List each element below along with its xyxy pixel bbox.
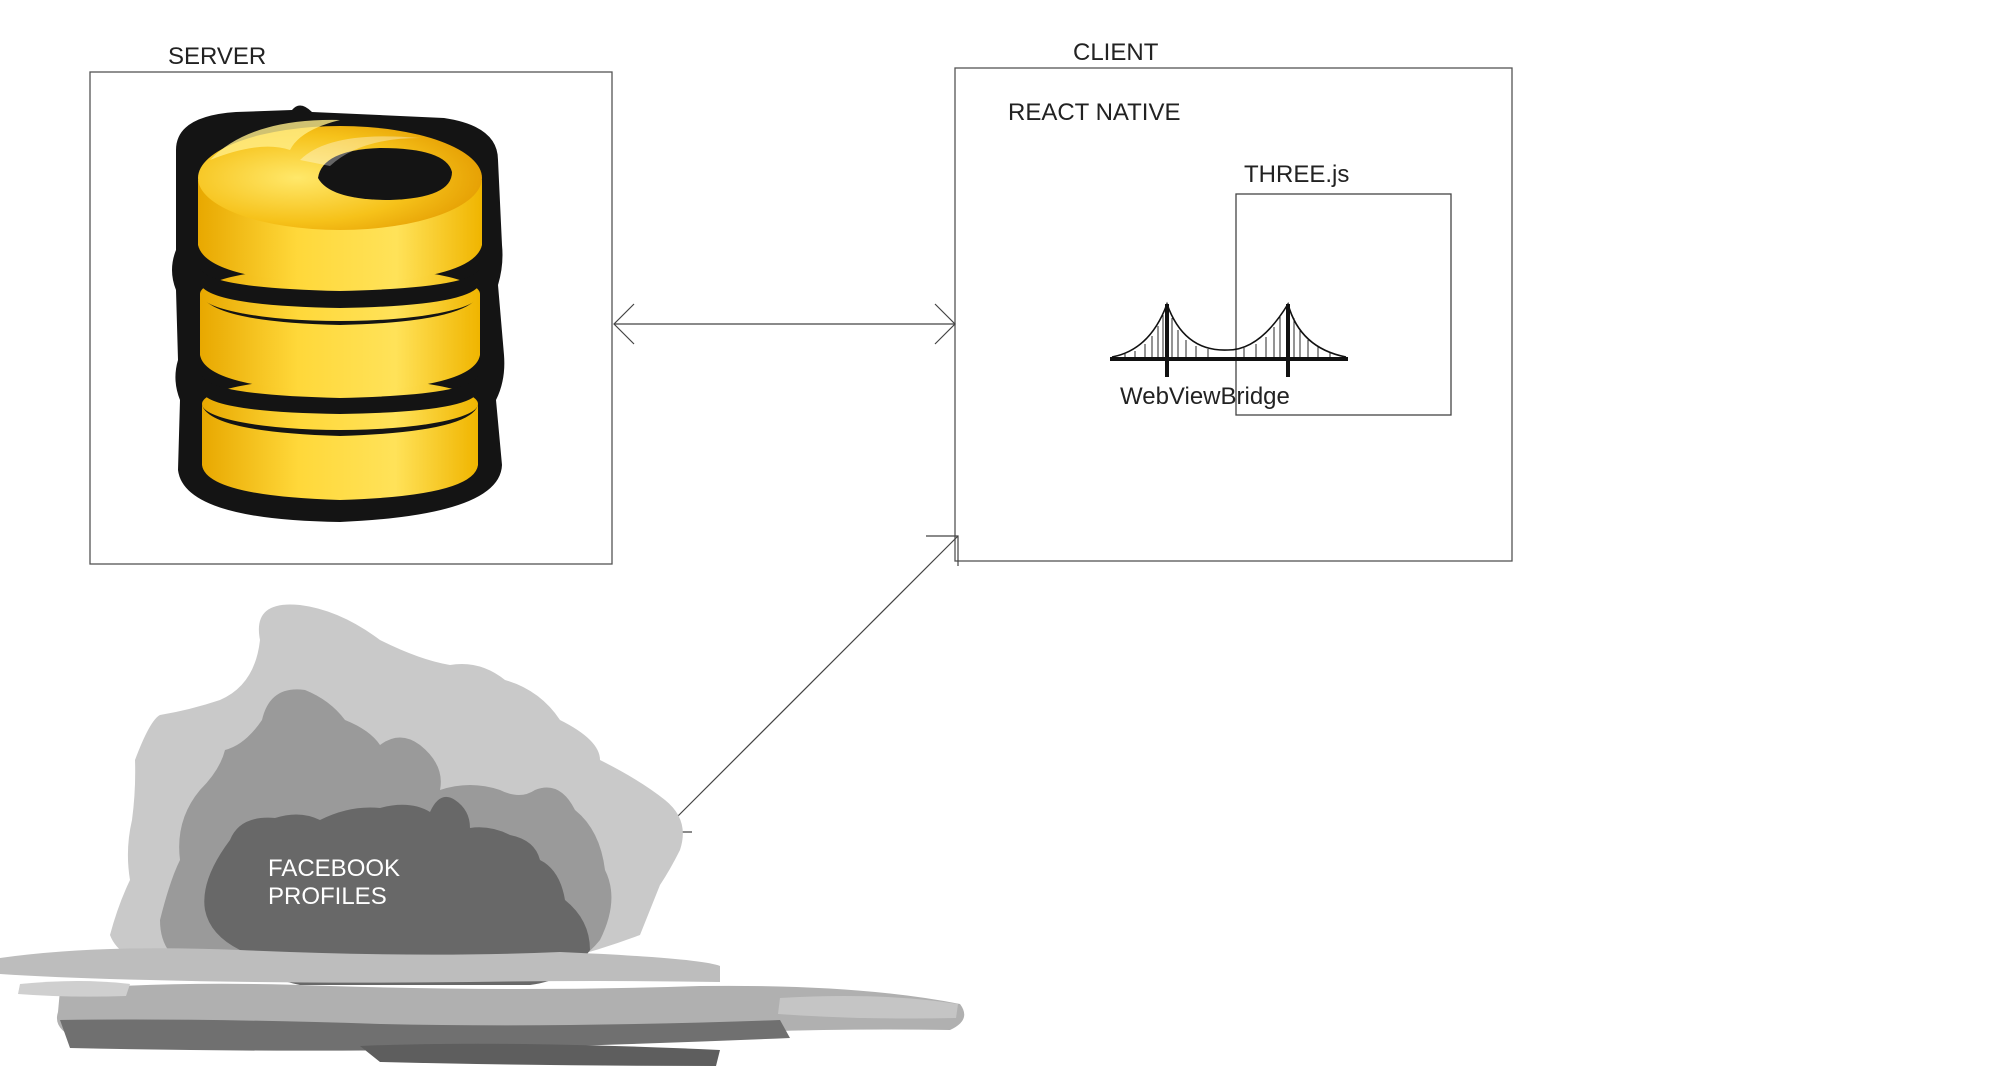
threejs-box xyxy=(1235,193,1452,416)
cloud-label-line1: FACEBOOK xyxy=(268,855,400,882)
bridge-icon xyxy=(1110,301,1348,377)
cloud-icon xyxy=(0,604,965,1066)
client-box xyxy=(954,67,1513,562)
threejs-label: THREE.js xyxy=(1244,161,1349,188)
server-title: SERVER xyxy=(168,43,266,70)
react-native-label: REACT NATIVE xyxy=(1008,99,1180,126)
server-group: SERVER xyxy=(89,43,613,565)
database-icon xyxy=(172,105,505,523)
cloud-label-line2: PROFILES xyxy=(268,883,387,910)
client-cloud-arrow xyxy=(661,535,959,833)
server-box xyxy=(89,71,613,565)
client-group: CLIENT REACT NATIVE THREE.js xyxy=(954,39,1513,562)
webviewbridge-label: WebViewBridge xyxy=(1120,383,1290,410)
client-title: CLIENT xyxy=(1073,39,1159,66)
server-client-arrow xyxy=(613,303,956,345)
